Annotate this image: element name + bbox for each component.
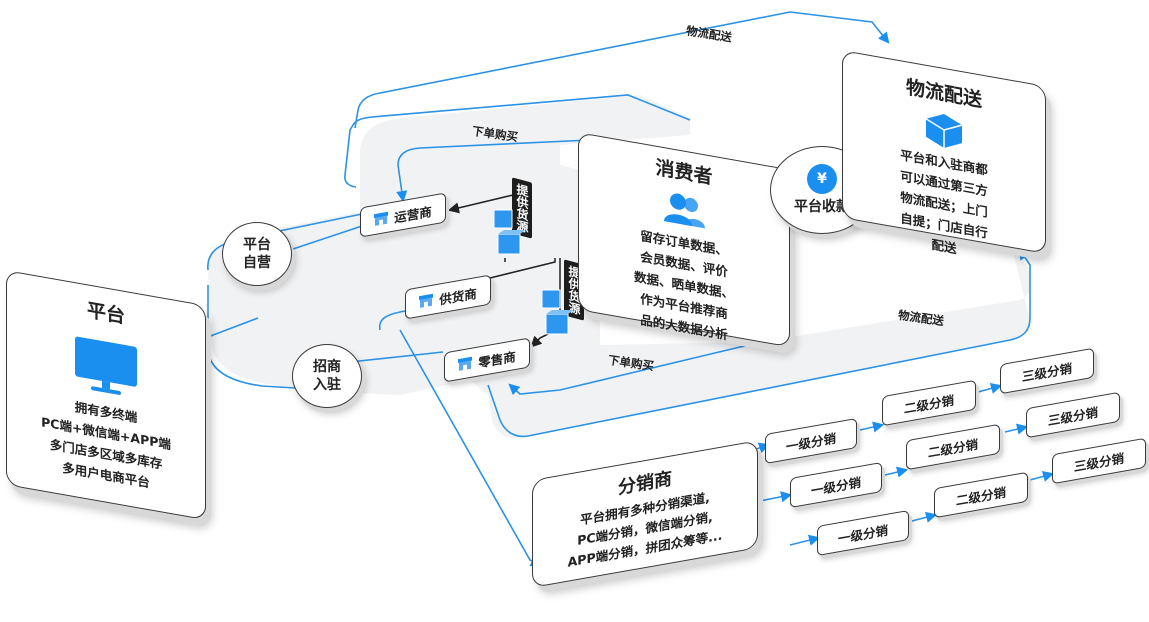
box-icon (492, 208, 528, 260)
store-icon (419, 293, 434, 308)
retailer-pill: 零售商 (444, 337, 530, 383)
store-icon (458, 356, 473, 371)
platform-self-line1: 平台 (243, 237, 271, 253)
payment-label: 平台收款 (794, 199, 850, 215)
operator-label: 运营商 (394, 203, 432, 226)
monitor-icon (75, 336, 137, 399)
retailer-label: 零售商 (478, 348, 516, 371)
operator-pill: 运营商 (360, 192, 446, 238)
supplier-pill: 供货商 (405, 274, 491, 320)
merchant-join-line2: 入驻 (313, 377, 341, 393)
yen-icon: ¥ (807, 164, 837, 194)
platform-self-circle: 平台 自营 (222, 222, 292, 286)
store-icon (374, 211, 389, 226)
box-icon (540, 288, 576, 340)
platform-self-line2: 自营 (243, 255, 271, 271)
users-icon (661, 187, 707, 235)
consumer-card: 消费者 留存订单数据、 会员数据、评价 数据、晒单数据、 作为平台推荐商 品的大… (578, 132, 790, 348)
box-icon (925, 111, 963, 151)
logistics-card: 物流配送 平台和入驻商都 可以通过第三方 物流配送；上门 自提；门店自行 配送 (842, 50, 1046, 256)
platform-card: 平台 拥有多终端 PC端+微信端+APP端 多门店多区域多库存 多用户电商平台 (6, 270, 206, 521)
merchant-join-circle: 招商 入驻 (292, 344, 362, 408)
merchant-join-line1: 招商 (313, 359, 341, 375)
supplier-label: 供货商 (439, 285, 477, 308)
